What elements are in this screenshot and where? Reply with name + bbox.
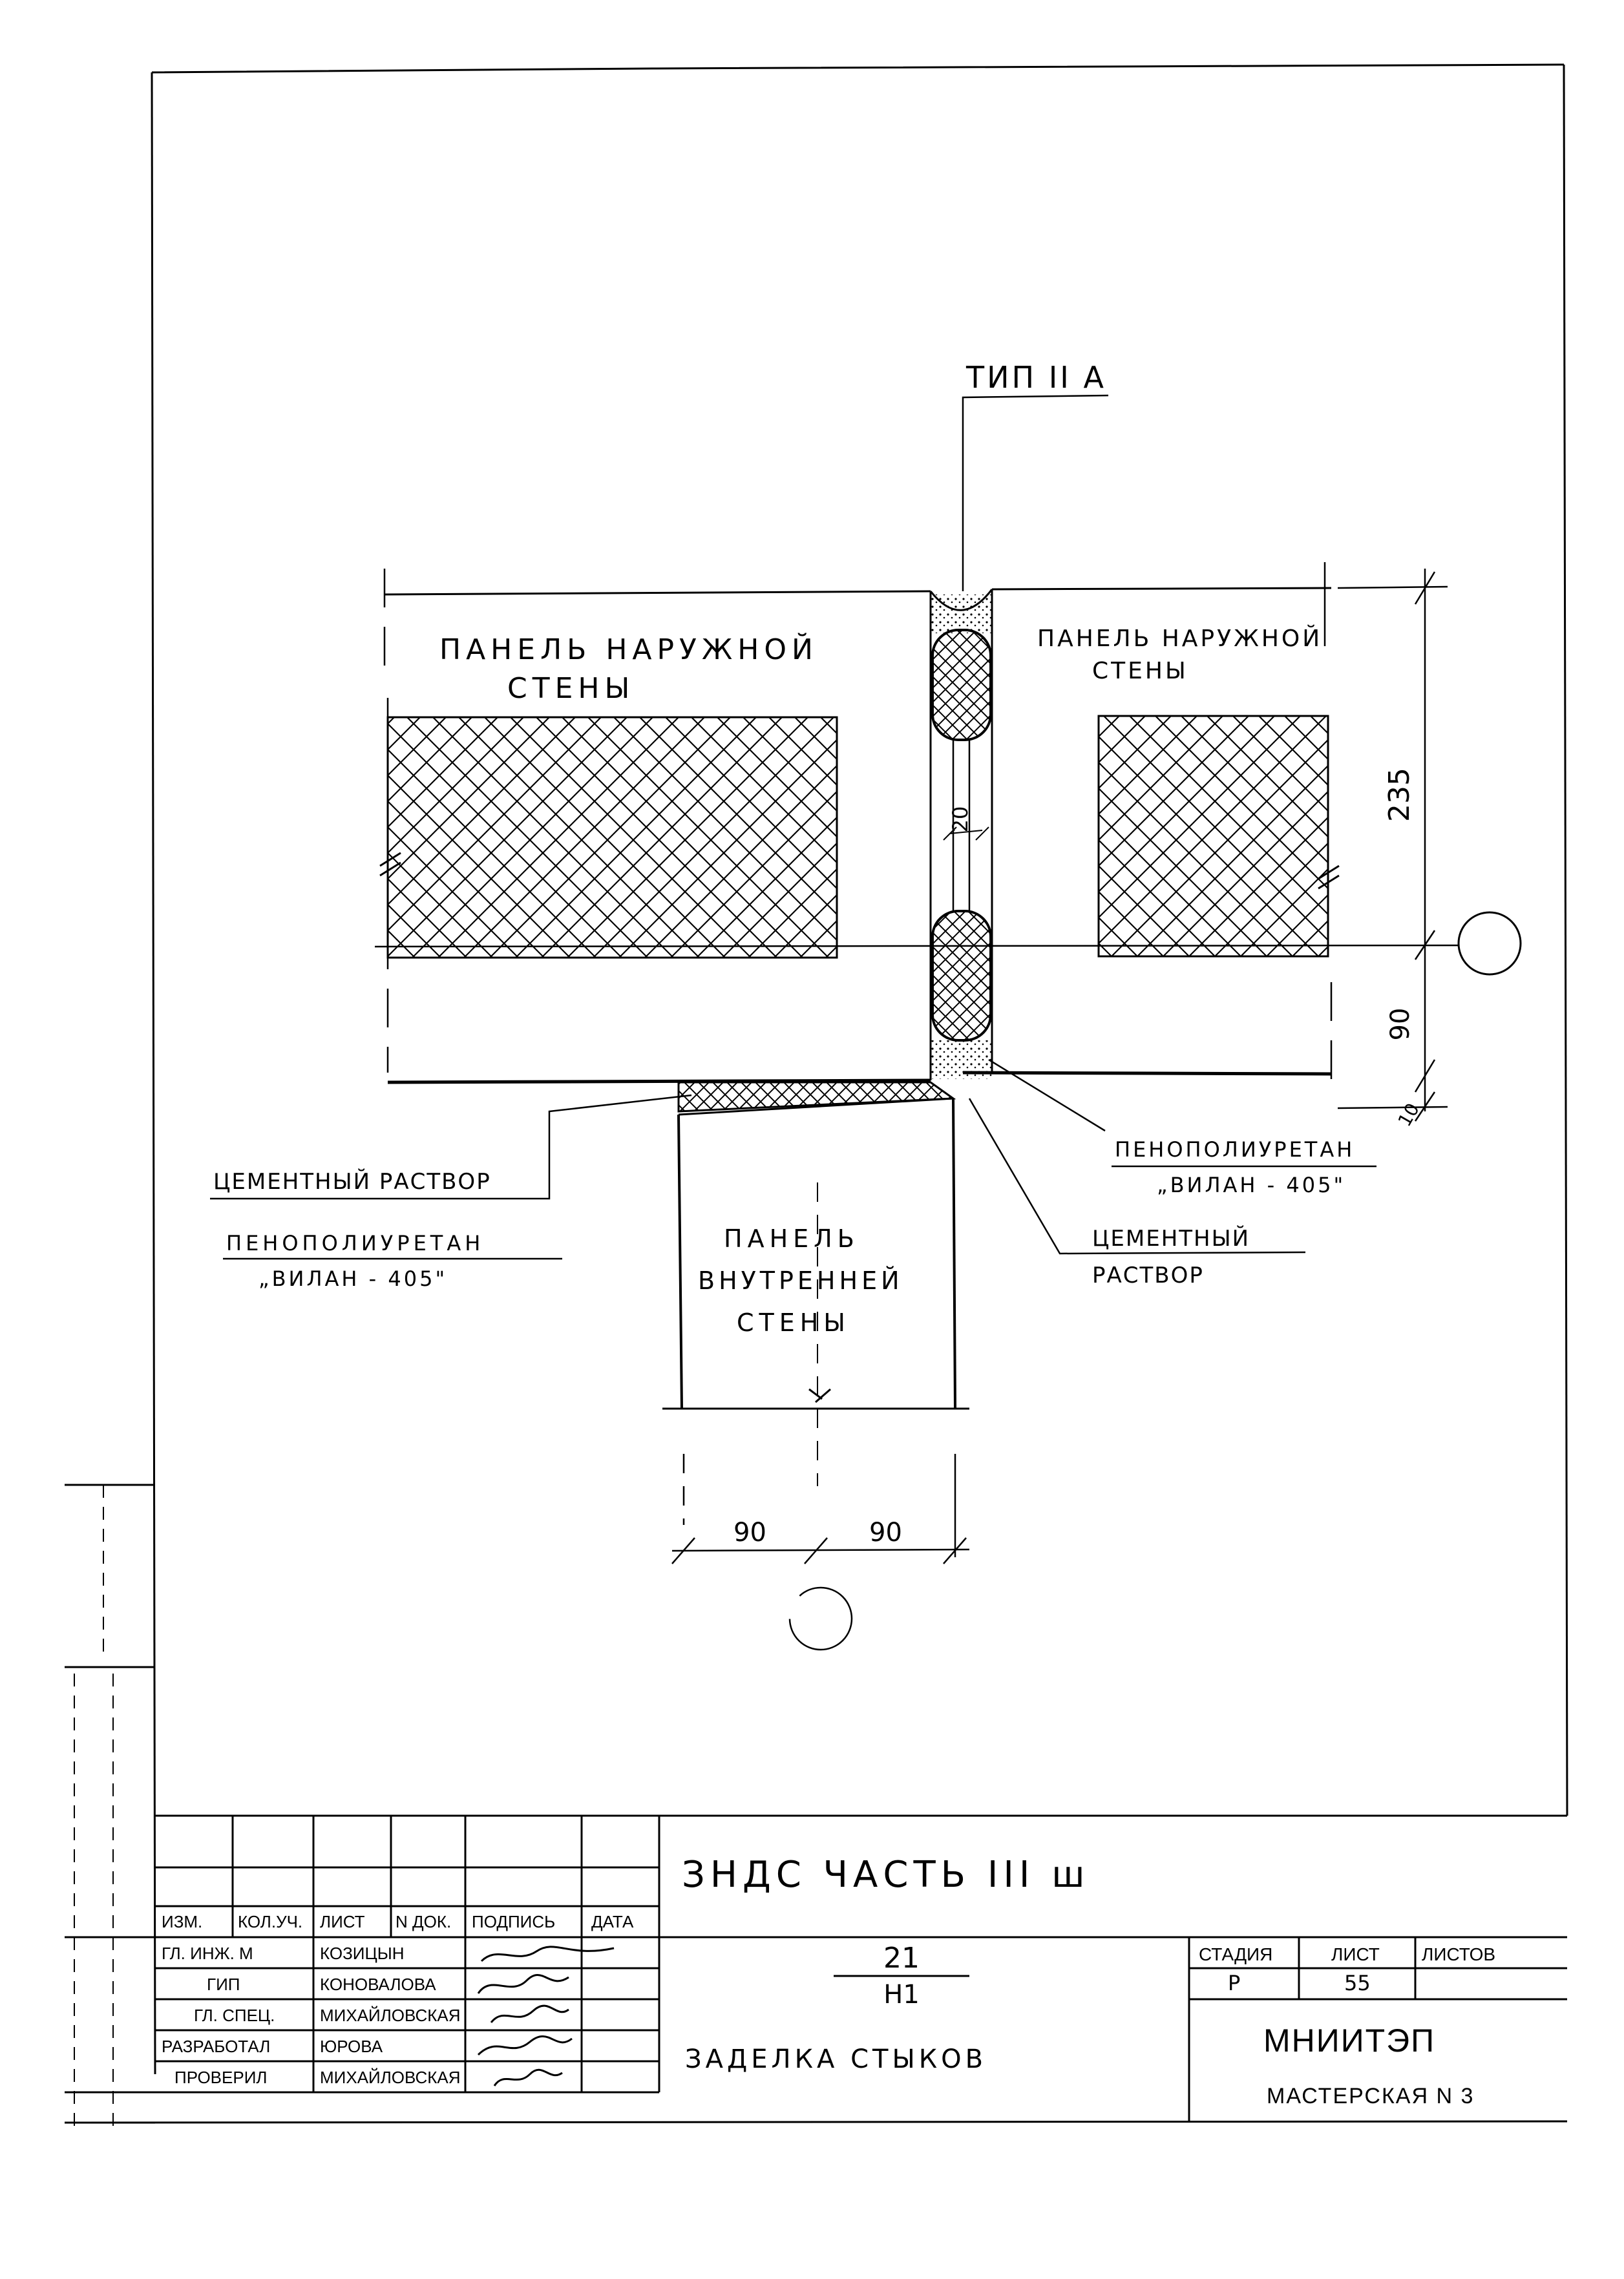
left-panel-label-line1: ПАНЕЛЬ НАРУЖНОЙ	[439, 632, 818, 666]
role-gl-inzh: ГЛ. ИНЖ. М	[162, 1944, 253, 1963]
inner-panel-label-line2: ВНУТРЕННЕЙ	[698, 1266, 903, 1295]
sealant-bottom	[931, 910, 992, 1042]
sealant-top	[931, 629, 992, 741]
type-callout: ТИП II А	[962, 360, 1109, 591]
header-data: ДАТА	[591, 1912, 634, 1931]
type-label: ТИП II А	[965, 360, 1106, 395]
header-n-dok: N ДОК.	[395, 1912, 451, 1931]
right-panel-label-line1: ПАНЕЛЬ НАРУЖНОЙ	[1037, 625, 1322, 652]
signatures	[477, 1946, 615, 2086]
callout-vilan-left: „ВИЛАН - 405"	[258, 1266, 447, 1291]
sheet-value: 55	[1344, 1971, 1371, 1995]
axis-line-horizontal	[374, 944, 1474, 948]
dim-gap: 20	[948, 806, 973, 833]
dim-235: 235	[1383, 768, 1416, 822]
header-sheet: ЛИСТ	[1331, 1944, 1380, 1964]
header-podpis: ПОДПИСЬ	[472, 1912, 555, 1931]
dim-90-left: 90	[733, 1518, 766, 1548]
vertical-joint: 20	[929, 589, 993, 1080]
left-outer-panel	[379, 569, 931, 1084]
workshop-name: МАСТЕРСКАЯ N 3	[1267, 2084, 1474, 2108]
project-title: ЗНДС ЧАСТЬ III ш	[682, 1854, 1090, 1896]
callout-cement-mortar-right-line2: РАСТВОР	[1092, 1263, 1204, 1288]
vertical-dimensions	[1337, 569, 1448, 1122]
header-izm: ИЗМ.	[162, 1912, 202, 1931]
joint-section-drawing: 20 ТИП II А ПАНЕЛЬ НАРУЖНОЙ СТЕНЫ ПАНЕЛЬ…	[210, 360, 1522, 1651]
role-gip: ГИП	[207, 1975, 240, 1994]
right-callouts: ПЕНОПОЛИУРЕТАН „ВИЛАН - 405" ЦЕМЕНТНЫЙ Р…	[968, 1058, 1376, 1288]
role-proveril: ПРОВЕРИЛ	[174, 2068, 267, 2087]
header-list: ЛИСТ	[320, 1912, 365, 1931]
inner-panel-label-line3: СТЕНЫ	[737, 1308, 850, 1337]
header-kol-uch: КОЛ.УЧ.	[238, 1912, 302, 1931]
inner-panel-label-line1: ПАНЕЛЬ	[724, 1224, 859, 1253]
left-panel-label-line2: СТЕНЫ	[507, 672, 635, 705]
drawing-title: ЗАДЕЛКА СТЫКОВ	[685, 2044, 987, 2074]
header-sheets: ЛИСТОВ	[1422, 1944, 1495, 1964]
axis-bubble-right	[1457, 911, 1522, 976]
code-bottom: Н1	[883, 1980, 920, 2010]
title-block: ЗНДС ЧАСТЬ III ш ИЗМ. КОЛ.УЧ. ЛИСТ N ДОК…	[64, 1814, 1568, 2124]
stage-value: Р	[1228, 1971, 1240, 1995]
callout-pu-foam-right: ПЕНОПОЛИУРЕТАН	[1115, 1137, 1355, 1162]
right-panel-label-line2: СТЕНЫ	[1092, 658, 1188, 684]
name-kozitsyn: КОЗИЦЫН	[320, 1944, 405, 1963]
horizontal-dimensions	[671, 1454, 970, 1564]
dim-90-right: 90	[869, 1518, 902, 1548]
callout-cement-mortar-left: ЦЕМЕНТНЫЙ РАСТВОР	[213, 1168, 491, 1195]
name-mikhailovskaya-1: МИХАЙЛОВСКАЯ	[320, 2006, 461, 2025]
dim-10-vertical: 10	[1394, 1100, 1424, 1130]
header-stage: СТАДИЯ	[1199, 1944, 1272, 1964]
callout-cement-mortar-right-line1: ЦЕМЕНТНЫЙ	[1092, 1225, 1250, 1252]
callout-vilan-right: „ВИЛАН - 405"	[1157, 1173, 1345, 1197]
callout-pu-foam-left: ПЕНОПОЛИУРЕТАН	[226, 1231, 484, 1255]
org-name: МНИИТЭП	[1263, 2022, 1435, 2059]
name-mikhailovskaya-2: МИХАЙЛОВСКАЯ	[320, 2068, 461, 2087]
right-outer-panel	[962, 562, 1340, 1098]
left-callouts: ЦЕМЕНТНЫЙ РАСТВОР ПЕНОПОЛИУРЕТАН „ВИЛАН …	[210, 1094, 692, 1291]
role-razrabotal: РАЗРАБОТАЛ	[162, 2037, 270, 2056]
name-yurova: ЮРОВА	[320, 2037, 383, 2056]
code-top: 21	[883, 1942, 920, 1975]
role-gl-spets: ГЛ. СПЕЦ.	[194, 2006, 275, 2025]
name-konovalova: КОНОВАЛОВА	[320, 1975, 436, 1994]
dim-90-vertical: 90	[1386, 1008, 1415, 1041]
inner-wall-panel	[662, 1097, 969, 1486]
axis-bubble-bottom	[788, 1586, 853, 1651]
